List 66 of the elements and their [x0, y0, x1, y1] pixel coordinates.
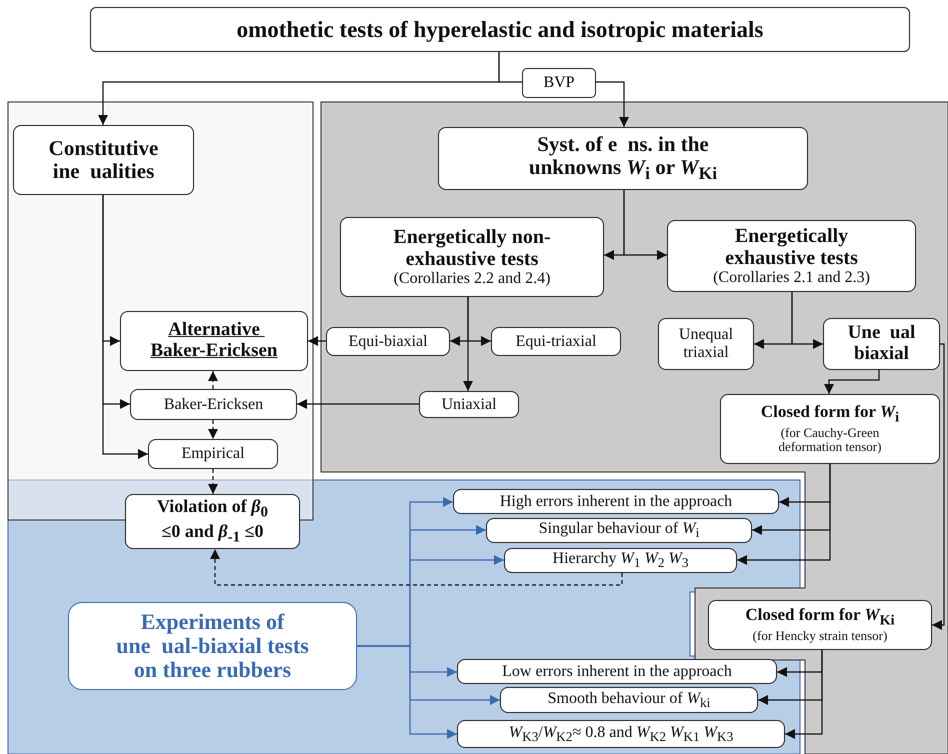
arrow: [791, 292, 823, 349]
box-heading: Closed form for W$_{i}$: [760, 403, 900, 426]
process-box: [457, 720, 785, 748]
edge-label: BVP: [522, 68, 596, 98]
process-box: [823, 318, 940, 370]
arrow: [308, 336, 326, 346]
box-heading: Syst. of e ns. in the unknowns W$_{i}$ or W$_{Ki}$: [528, 133, 718, 184]
box-heading: Alternative Baker-Ericksen: [149, 320, 278, 362]
process-box: [457, 659, 777, 684]
box-note: (for Hencky strain tensor): [752, 629, 888, 644]
box-heading: Empirical: [180, 445, 246, 463]
box-heading: Equi-triaxial: [514, 332, 598, 350]
arrow: [737, 464, 831, 565]
process-box: [486, 518, 752, 543]
process-box: [125, 494, 300, 549]
arrow: [623, 190, 667, 260]
experiment-box: [68, 602, 357, 690]
process-box: [148, 439, 278, 469]
arrow: [102, 195, 148, 459]
process-box: [720, 394, 940, 464]
box-heading: omothetic tests of hyperelastic and isotropic materials: [236, 16, 764, 42]
process-box: [667, 220, 916, 292]
box-heading: Closed form for W$_{Ki}$: [744, 606, 896, 630]
process-box: [491, 327, 621, 356]
arrow: [463, 297, 473, 391]
box-heading: Unequal triaxial: [678, 326, 734, 362]
process-box: [438, 127, 808, 190]
process-box: [130, 389, 297, 420]
box-heading: Energetically exhaustive tests: [724, 225, 859, 270]
box-heading: Uniaxial: [440, 396, 498, 414]
box-heading: Baker-Ericksen: [162, 396, 264, 414]
box-heading: Singular behaviour of W$_{i}$: [538, 520, 700, 541]
box-heading: High errors inherent in the approach: [498, 492, 734, 510]
process-box: [13, 125, 194, 195]
dashed-arrow: [210, 549, 623, 586]
process-box: [500, 687, 758, 713]
box-heading: W$_{K3}$/W$_{K2}$≈ 0.8 and W$_{K2}$ W$_{K1}$ W$_{K3}$: [508, 724, 734, 744]
process-box: [326, 327, 450, 356]
arrow: [785, 650, 823, 739]
process-box: [708, 600, 932, 650]
box-heading: Equi-biaxial: [347, 332, 429, 350]
process-box: [419, 391, 519, 418]
box-heading: Experiments of une ual-biaxial tests on three rubbers: [115, 610, 310, 682]
process-box: [453, 489, 779, 514]
arrow: [357, 645, 457, 739]
box-heading: Violation of β$_{0}$ ≤0 and β$_{-1}$ ≤0: [156, 497, 270, 546]
box-heading: Hierarchy W$_{1}$ W$_{2}$ W$_{3}$: [552, 550, 690, 571]
box-heading: Une ual biaxial: [846, 323, 916, 365]
process-box: [504, 548, 737, 573]
arrow: [824, 370, 880, 394]
arrow: [297, 399, 419, 409]
box-note: (for Cauchy-Green deformation tensor): [778, 426, 882, 455]
process-box: [340, 217, 604, 297]
box-note: (Corollaries 2.2 and 2.4): [392, 270, 552, 288]
dashed-arrow: [208, 420, 218, 439]
process-box: [120, 311, 308, 371]
box-heading: Low errors inherent in the approach: [501, 662, 733, 680]
dashed-arrow: [208, 371, 218, 389]
box-note: (Corollaries 2.1 and 2.3): [712, 269, 871, 287]
box-heading: Smooth behaviour of W$_{ki}$: [546, 690, 712, 710]
box-heading: Energetically non-exhaustive tests: [392, 226, 552, 270]
title-box: [90, 7, 910, 52]
dashed-arrow: [208, 469, 218, 494]
arrow: [932, 343, 945, 630]
box-heading: Constitutive ine ualities: [48, 136, 160, 184]
process-box: [658, 318, 754, 370]
